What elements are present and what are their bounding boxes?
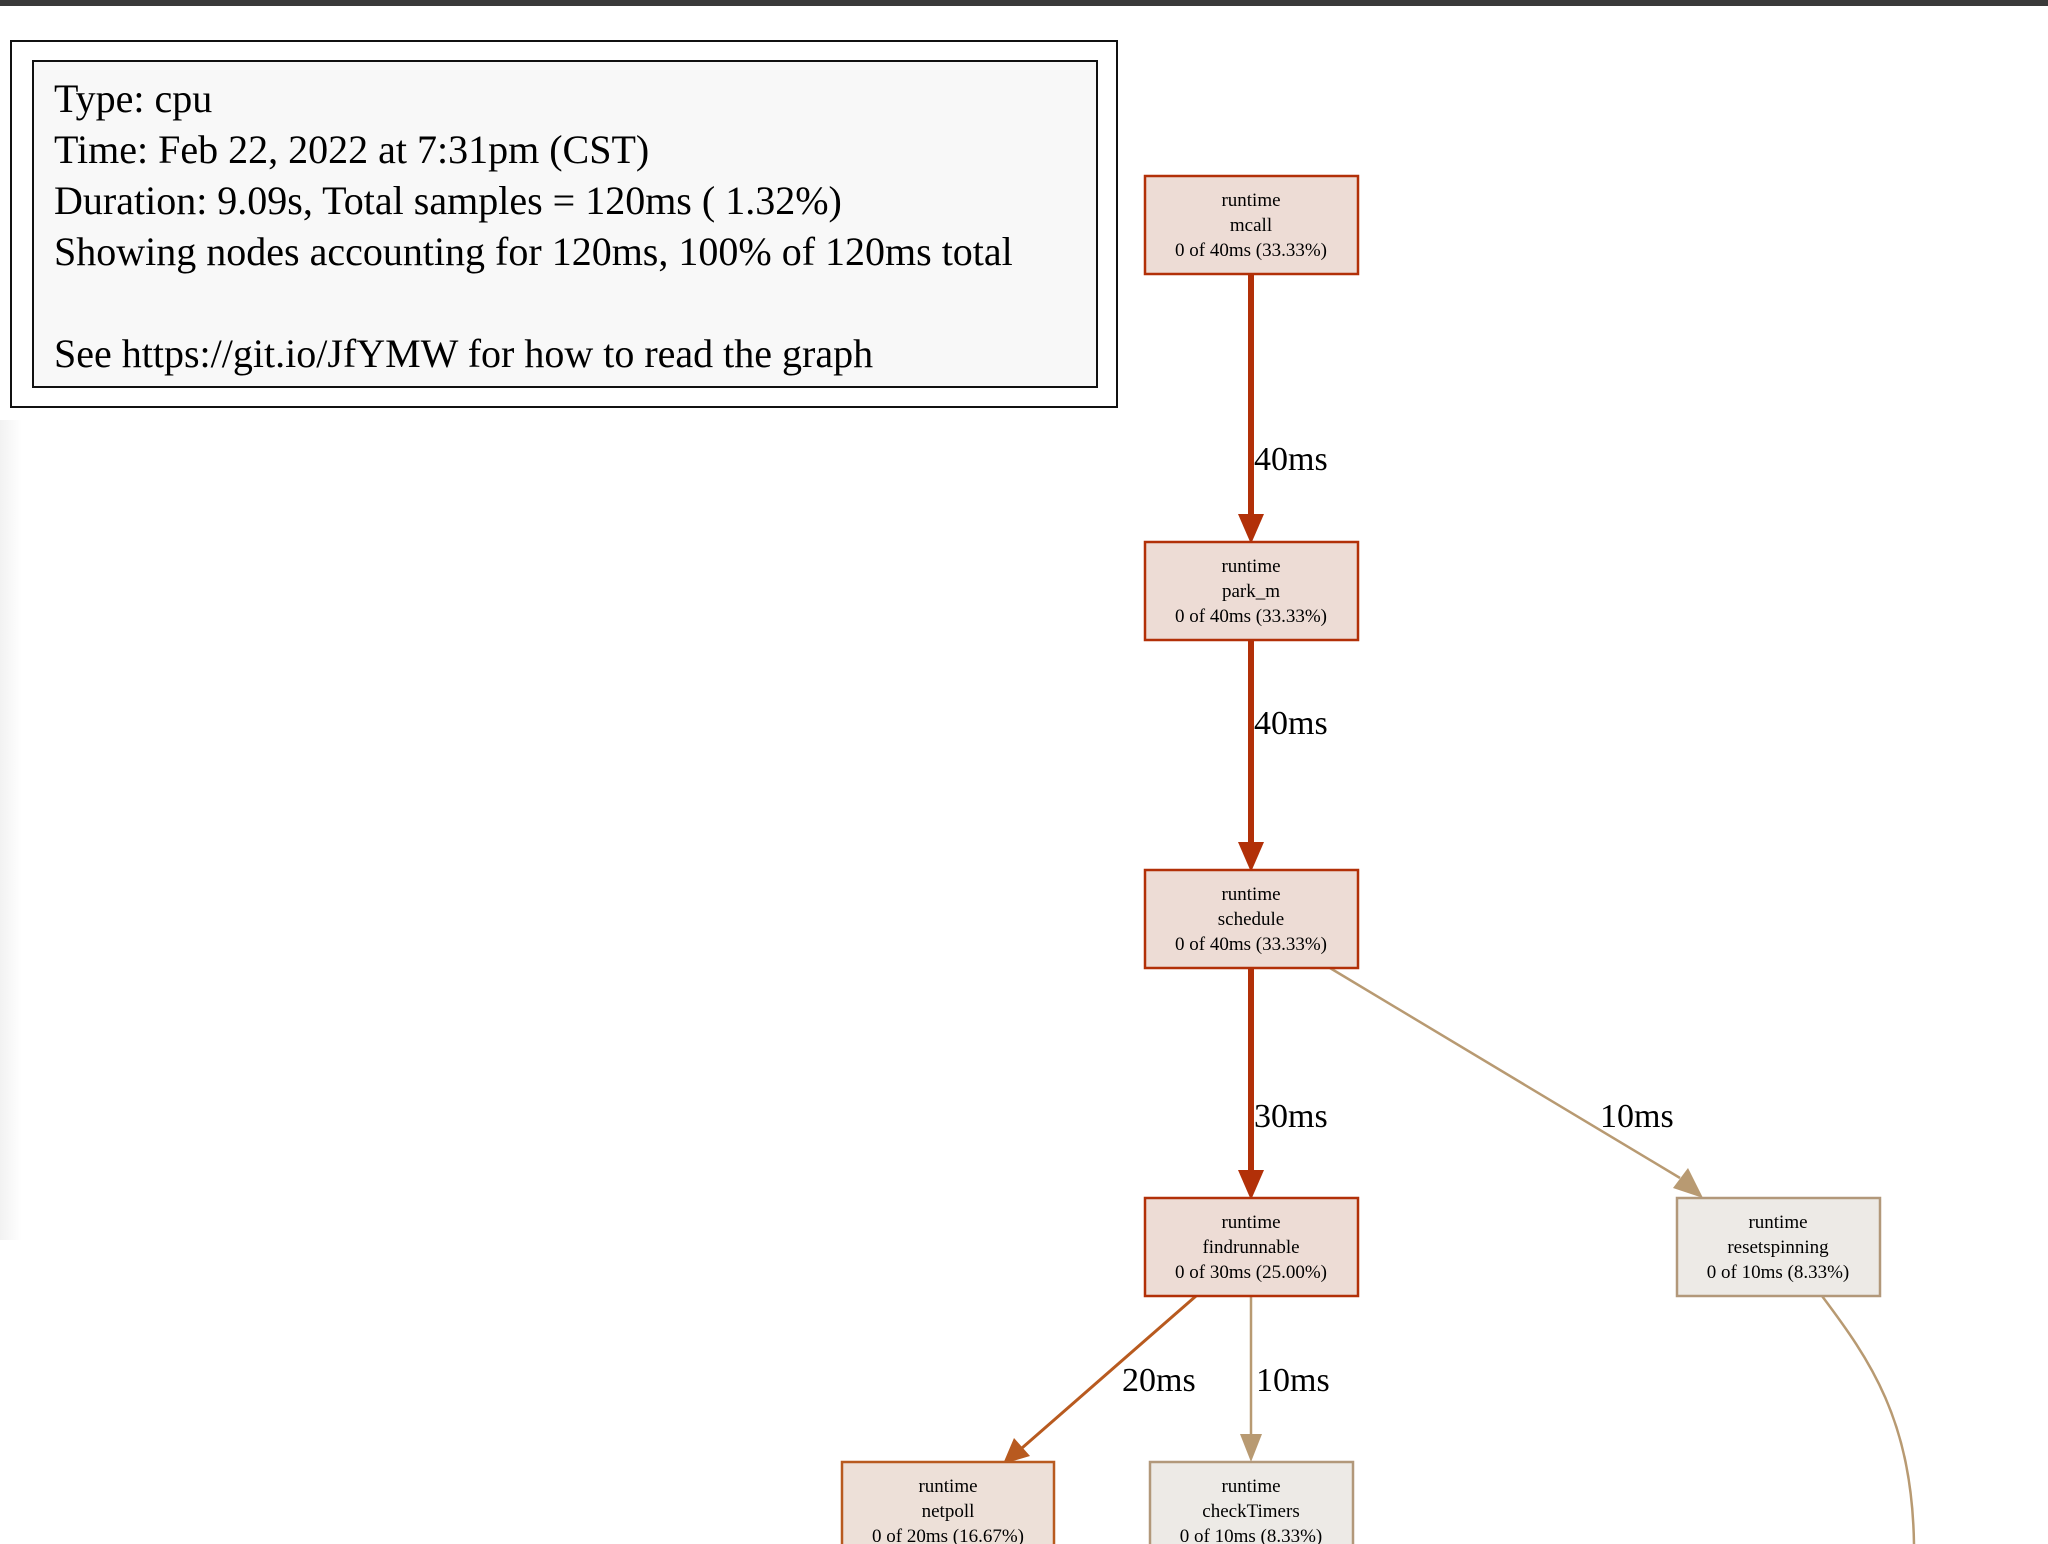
- node-package: runtime: [1221, 556, 1280, 577]
- node-stat: 0 of 30ms (25.00%): [1175, 1262, 1327, 1283]
- node-function: netpoll: [922, 1501, 975, 1522]
- legend-help-link[interactable]: See https://git.io/JfYMW for how to read…: [54, 331, 874, 376]
- legend-type: Type: cpu: [54, 76, 213, 121]
- node-runtime-findrunnable[interactable]: runtime findrunnable 0 of 30ms (25.00%): [1143, 1196, 1360, 1298]
- edge-label: 40ms: [1254, 441, 1328, 478]
- edge-park-m-schedule[interactable]: 40ms: [1238, 640, 1328, 872]
- node-stat: 0 of 40ms (33.33%): [1175, 934, 1327, 955]
- edge-label: 10ms: [1600, 1098, 1674, 1135]
- edge-schedule-findrunnable[interactable]: 30ms: [1238, 968, 1328, 1200]
- node-stat: 0 of 40ms (33.33%): [1175, 240, 1327, 261]
- node-stat: 0 of 40ms (33.33%): [1175, 606, 1327, 627]
- left-scroll-shadow: [0, 420, 22, 1240]
- node-package: runtime: [1748, 1212, 1807, 1233]
- node-package: runtime: [1221, 884, 1280, 905]
- node-function: findrunnable: [1202, 1237, 1299, 1258]
- edge-resetspinning-continuation[interactable]: [1820, 1295, 1916, 1544]
- node-package: runtime: [918, 1476, 977, 1497]
- node-package: runtime: [1221, 190, 1280, 211]
- node-stat: 0 of 10ms (8.33%): [1180, 1526, 1322, 1544]
- window-top-bar: [0, 0, 2048, 6]
- node-package: runtime: [1221, 1212, 1280, 1233]
- node-runtime-netpoll[interactable]: runtime netpoll 0 of 20ms (16.67%): [840, 1460, 1056, 1544]
- node-function: mcall: [1230, 215, 1272, 236]
- node-function: resetspinning: [1727, 1237, 1829, 1258]
- node-function: schedule: [1218, 909, 1284, 930]
- edge-label: 20ms: [1122, 1362, 1196, 1399]
- node-runtime-mcall[interactable]: runtime mcall 0 of 40ms (33.33%): [1143, 174, 1360, 276]
- node-runtime-park-m[interactable]: runtime park_m 0 of 40ms (33.33%): [1143, 540, 1360, 642]
- node-stat: 0 of 10ms (8.33%): [1707, 1262, 1849, 1283]
- node-runtime-resetspinning[interactable]: runtime resetspinning 0 of 10ms (8.33%): [1675, 1196, 1882, 1298]
- edge-findrunnable-netpoll[interactable]: 20ms: [1003, 1294, 1197, 1464]
- node-runtime-checktimers[interactable]: runtime checkTimers 0 of 10ms (8.33%): [1148, 1460, 1355, 1544]
- legend-time: Time: Feb 22, 2022 at 7:31pm (CST): [54, 127, 650, 172]
- edge-label: 30ms: [1254, 1098, 1328, 1135]
- edge-mcall-park-m[interactable]: 40ms: [1238, 274, 1328, 544]
- legend-box: [32, 60, 1098, 388]
- legend-duration: Duration: 9.09s, Total samples = 120ms (…: [54, 178, 842, 223]
- edge-findrunnable-checktimers[interactable]: 10ms: [1240, 1296, 1330, 1462]
- edge-schedule-resetspinning[interactable]: 10ms: [1329, 966, 1703, 1198]
- node-function: checkTimers: [1202, 1501, 1299, 1522]
- edge-label: 10ms: [1256, 1362, 1330, 1399]
- node-runtime-schedule[interactable]: runtime schedule 0 of 40ms (33.33%): [1143, 868, 1360, 970]
- edge-label: 40ms: [1254, 705, 1328, 742]
- legend-showing: Showing nodes accounting for 120ms, 100%…: [54, 229, 1013, 274]
- node-function: park_m: [1222, 581, 1280, 602]
- node-stat: 0 of 20ms (16.67%): [872, 1526, 1024, 1544]
- node-package: runtime: [1221, 1476, 1280, 1497]
